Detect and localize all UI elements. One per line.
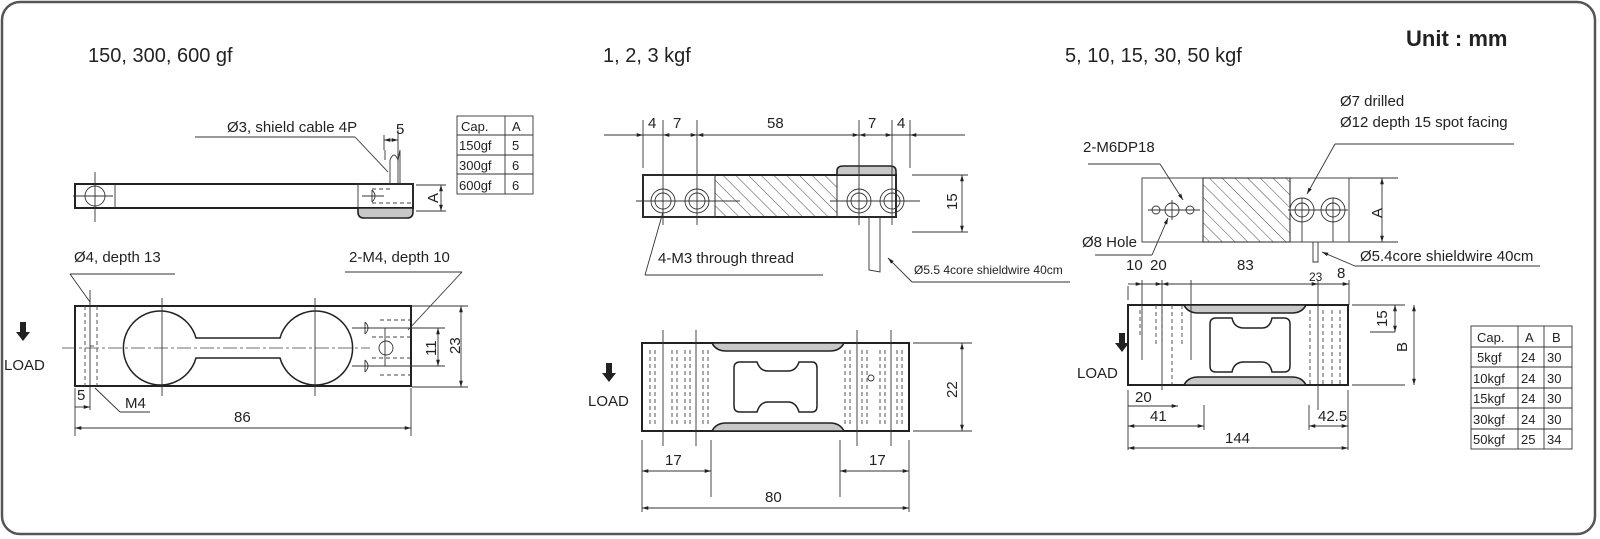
dim-chain: 23 xyxy=(1309,270,1323,284)
dim-chain: 7 xyxy=(868,115,876,132)
side-view: 5 Ø3, shield cable 4P A xyxy=(73,119,446,222)
note-hole-left: Ø4, depth 13 xyxy=(74,249,161,266)
table-cell: 30 xyxy=(1547,412,1561,427)
dim-hole-spacing: 11 xyxy=(423,340,440,356)
front-view: 11 23 Ø4, depth 13 2-M4, depth 10 M4 5 xyxy=(4,249,468,436)
table-cell: 24 xyxy=(1521,412,1535,427)
dim-chain: 20 xyxy=(1150,257,1167,274)
note-cable: Ø5.5 4core shieldwire 40cm xyxy=(914,263,1063,277)
note-cable: Ø5.4core shieldwire 40cm xyxy=(1360,248,1533,265)
table-cell: 6 xyxy=(512,158,519,173)
table-cell: 24 xyxy=(1521,371,1535,386)
dim-cable-width: 5 xyxy=(396,121,404,138)
section-5-50kgf: 5, 10, 15, 30, 50 kgf A Ø5.4core shieldw… xyxy=(1065,45,1573,450)
table-cell: 30kgf xyxy=(1473,412,1505,427)
table-cell: 34 xyxy=(1547,432,1561,447)
table-header: A xyxy=(512,119,521,134)
table-cell: 6 xyxy=(512,178,519,193)
dim-thickness-A: A xyxy=(425,193,442,203)
note-thread-left: M4 xyxy=(125,395,146,412)
table-cell: 25 xyxy=(1521,432,1535,447)
table-cell: 15kgf xyxy=(1473,391,1505,406)
dim-thickness: 15 xyxy=(944,193,961,210)
dim-right-zone: 42.5 xyxy=(1318,408,1347,425)
load-label: LOAD xyxy=(588,393,629,410)
capacity-table-gf: Cap. A 150gf 5 300gf 6 600gf 6 xyxy=(456,115,534,195)
strain-gauge-marks xyxy=(649,350,903,425)
dim-thickness-A: A xyxy=(1369,208,1386,218)
dim-edge-offset: 5 xyxy=(77,387,85,404)
dim-length: 144 xyxy=(1225,430,1250,447)
table-header: B xyxy=(1552,330,1561,345)
note-drilled: Ø7 drilled xyxy=(1340,93,1404,110)
section-title: 1, 2, 3 kgf xyxy=(603,45,691,67)
dim-height: 22 xyxy=(944,381,961,398)
dim-right-zone: 17 xyxy=(869,452,886,469)
load-label: LOAD xyxy=(1077,365,1118,382)
dim-height-B: B xyxy=(1394,342,1411,352)
load-arrow-icon xyxy=(602,363,616,382)
section-1-3kgf: 1, 2, 3 kgf xyxy=(588,45,1070,512)
dim-length: 86 xyxy=(234,409,251,426)
dim-chain: 4 xyxy=(897,115,905,132)
note-thread: 2-M6DP18 xyxy=(1083,139,1155,156)
table-cell: 24 xyxy=(1521,391,1535,406)
load-label: LOAD xyxy=(4,357,45,374)
table-cell: 50kgf xyxy=(1473,432,1505,447)
side-view: A Ø5.4core shieldwire 40cm Ø7 drilled Ø1… xyxy=(1082,93,1540,267)
table-cell: 30 xyxy=(1547,371,1561,386)
table-cell: 150gf xyxy=(459,138,492,153)
dim-length: 80 xyxy=(765,489,782,506)
table-cell: 30 xyxy=(1547,391,1561,406)
section-title: 5, 10, 15, 30, 50 kgf xyxy=(1065,45,1242,67)
note-cable: Ø3, shield cable 4P xyxy=(227,119,357,136)
unit-label: Unit : mm xyxy=(1406,26,1507,51)
dim-chain: 83 xyxy=(1237,257,1254,274)
table-cell: 5kgf xyxy=(1477,350,1502,365)
dim-left-small: 20 xyxy=(1135,389,1152,406)
note-hole: Ø8 Hole xyxy=(1082,234,1137,251)
table-header: Cap. xyxy=(1477,330,1504,345)
dim-chain: 4 xyxy=(648,115,656,132)
front-view: 22 17 17 80 LOAD xyxy=(588,330,972,512)
table-cell: 24 xyxy=(1521,350,1535,365)
section-150-600gf: 150, 300, 600 gf 5 Ø3, shield cable 4 xyxy=(4,45,534,436)
side-view: 4 7 58 7 4 15 Ø5.5 4core shieldwire 40cm… xyxy=(604,115,1070,283)
dim-chain: 58 xyxy=(767,115,784,132)
section-title: 150, 300, 600 gf xyxy=(88,45,233,67)
table-cell: 5 xyxy=(512,138,519,153)
dim-chain: 10 xyxy=(1126,257,1143,274)
dim-left-zone: 17 xyxy=(665,452,682,469)
note-thread: 4-M3 through thread xyxy=(658,250,794,267)
load-arrow-icon xyxy=(16,322,30,341)
table-header: A xyxy=(1525,330,1534,345)
table-cell: 300gf xyxy=(459,158,492,173)
dim-chain: 8 xyxy=(1337,265,1345,282)
load-arrow-icon xyxy=(1115,333,1129,352)
note-thread-right: 2-M4, depth 10 xyxy=(349,249,450,266)
front-view: 10 20 83 23 8 15 B 20 41 42.5 144 xyxy=(1077,257,1416,450)
table-header: Cap. xyxy=(461,119,488,134)
dim-chain: 7 xyxy=(673,115,681,132)
dim-step: 15 xyxy=(1374,310,1391,327)
table-cell: 10kgf xyxy=(1473,371,1505,386)
capacity-table-kgf: Cap. A B 5kgf 24 30 10kgf 24 30 15kgf 24… xyxy=(1470,325,1573,450)
table-cell: 30 xyxy=(1547,350,1561,365)
note-spot-facing: Ø12 depth 15 spot facing xyxy=(1340,114,1508,131)
dim-height: 23 xyxy=(447,337,464,354)
dim-left-zone: 41 xyxy=(1150,408,1167,425)
table-cell: 600gf xyxy=(459,178,492,193)
